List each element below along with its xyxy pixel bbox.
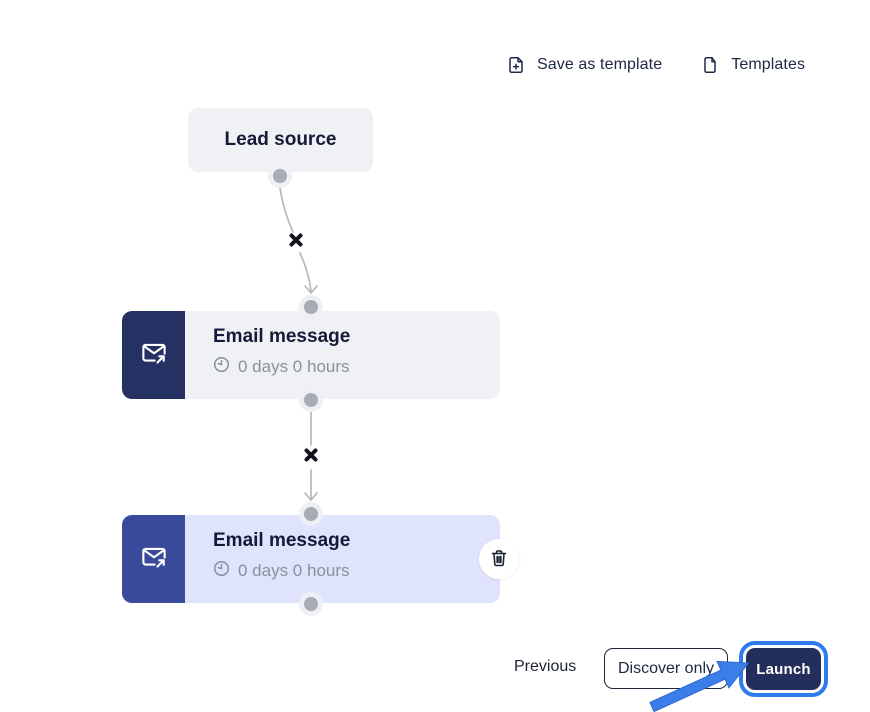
save-as-template-button[interactable]: Save as template xyxy=(506,55,662,75)
connection-handle[interactable] xyxy=(304,507,318,521)
lead-source-title: Lead source xyxy=(224,129,337,150)
lead-source-node[interactable]: Lead source xyxy=(188,108,373,172)
templates-label: Templates xyxy=(731,56,806,73)
file-icon xyxy=(700,55,720,75)
delete-connection-button[interactable] xyxy=(302,448,320,466)
file-plus-icon xyxy=(506,55,526,75)
step-delay-text: 0 days 0 hours xyxy=(238,356,350,376)
step-body: Email message 0 days 0 hours xyxy=(185,311,350,399)
clock-icon xyxy=(213,356,230,378)
previous-button[interactable]: Previous xyxy=(514,658,577,675)
delete-step-button[interactable] xyxy=(479,539,519,579)
launch-highlight-ring: Launch xyxy=(739,641,828,697)
clock-icon xyxy=(213,560,230,582)
connection-handle[interactable] xyxy=(304,300,318,314)
save-as-template-label: Save as template xyxy=(537,56,663,73)
step-title: Email message xyxy=(213,530,351,551)
connection-handle[interactable] xyxy=(304,597,318,611)
step-delay: 0 days 0 hours xyxy=(213,560,350,582)
step-icon-block xyxy=(122,515,185,603)
trash-icon xyxy=(489,548,509,571)
email-step-node-1[interactable]: Email message 0 days 0 hours xyxy=(122,311,500,399)
step-icon-block xyxy=(122,311,185,399)
email-step-node-2[interactable]: Email message 0 days 0 hours xyxy=(122,515,500,603)
x-icon xyxy=(288,232,304,253)
step-title: Email message xyxy=(213,326,351,347)
launch-button[interactable]: Launch xyxy=(746,648,821,690)
delete-connection-button[interactable] xyxy=(287,233,305,251)
discover-only-button[interactable]: Discover only xyxy=(604,648,728,689)
templates-button[interactable]: Templates xyxy=(700,55,805,75)
step-delay-text: 0 days 0 hours xyxy=(238,560,350,580)
email-send-icon xyxy=(139,542,169,577)
email-send-icon xyxy=(139,338,169,373)
x-icon xyxy=(303,447,319,468)
step-body: Email message 0 days 0 hours xyxy=(185,515,350,603)
header-actions: Save as template Templates xyxy=(506,55,805,75)
step-delay: 0 days 0 hours xyxy=(213,356,350,378)
connection-handle[interactable] xyxy=(273,169,287,183)
connection-handle[interactable] xyxy=(304,393,318,407)
